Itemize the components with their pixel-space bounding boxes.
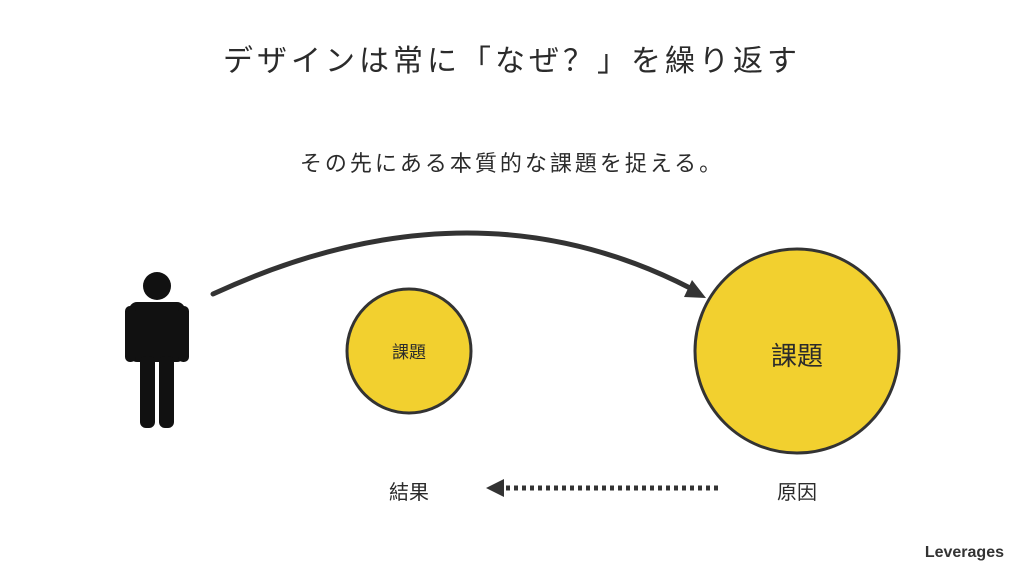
page-subtitle: その先にある本質的な課題を捉える。 xyxy=(299,152,725,177)
small-issue-circle xyxy=(345,287,473,415)
curved-arrow-icon xyxy=(210,230,706,298)
large-issue-circle xyxy=(693,247,901,455)
small-circle-label: 課題 xyxy=(392,343,426,363)
brand-logo: Leverages xyxy=(924,544,1004,561)
page-title: デザインは常に「なぜ？」を繰り返す xyxy=(223,44,801,79)
large-circle-label: 課題 xyxy=(770,342,823,372)
person-icon xyxy=(125,272,189,428)
result-label: 結果 xyxy=(389,480,429,504)
cause-label: 原因 xyxy=(777,480,817,504)
dotted-arrow-left-icon xyxy=(486,479,718,497)
